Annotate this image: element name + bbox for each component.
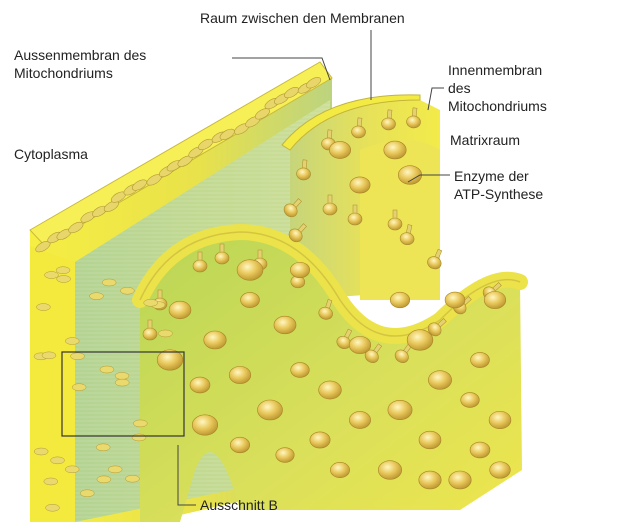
membrane-blob: [72, 384, 86, 391]
granule: [276, 448, 294, 463]
membrane-blob: [80, 490, 94, 497]
granule: [390, 292, 410, 308]
label-enzyme-line2: ATP-Synthese: [454, 186, 543, 202]
granule: [190, 377, 210, 393]
label-intermembrane-space: Raum zwischen den Membranen: [200, 10, 405, 26]
granule: [241, 292, 260, 307]
granule: [230, 437, 249, 453]
membrane-blob: [120, 287, 134, 294]
granule: [237, 260, 263, 281]
membrane-blob: [125, 475, 139, 482]
label-inner-membrane-line2: des: [448, 80, 471, 96]
membrane-blob: [44, 478, 58, 485]
membrane-blob: [36, 304, 50, 311]
label-outer-membrane-line1: Aussenmembran des: [14, 47, 146, 63]
granule: [407, 330, 433, 351]
membrane-blob: [89, 293, 103, 300]
granule: [319, 381, 342, 399]
membrane-blob: [96, 444, 110, 451]
membrane-blob: [51, 457, 65, 464]
granule: [349, 411, 370, 428]
membrane-blob: [34, 448, 48, 455]
membrane-blob: [71, 353, 85, 360]
granule: [398, 166, 421, 185]
granule: [449, 471, 471, 489]
label-cutout-b: Ausschnitt B: [200, 497, 278, 513]
label-outer-membrane-line2: Mitochondriums: [14, 65, 113, 81]
granule: [310, 432, 330, 448]
membrane-blob: [144, 299, 158, 306]
granule: [329, 141, 350, 158]
membrane-blob: [115, 379, 129, 386]
granule: [489, 411, 511, 429]
granule: [291, 363, 310, 378]
granule: [192, 415, 218, 435]
label-matrix-space: Matrixraum: [450, 132, 520, 148]
label-inner-membrane-line1: Innenmembran: [448, 62, 542, 78]
granule: [388, 400, 412, 419]
membrane-blob: [132, 434, 146, 441]
membrane-blob: [97, 476, 111, 483]
membrane-blob: [100, 366, 114, 373]
granule: [471, 352, 490, 367]
label-inner-membrane-line3: Mitochondriums: [448, 98, 547, 114]
membrane-blob: [108, 466, 122, 473]
granule: [204, 331, 226, 349]
granule: [350, 177, 370, 193]
membrane-blob: [102, 279, 116, 286]
label-cytoplasm: Cytoplasma: [14, 146, 88, 162]
granule: [470, 442, 490, 458]
membrane-blob: [115, 372, 129, 379]
granule: [445, 292, 465, 308]
granule: [274, 316, 296, 334]
granule: [169, 301, 191, 319]
granule: [419, 471, 441, 489]
membrane-blob: [158, 330, 172, 337]
membrane-blob: [133, 420, 147, 427]
membrane-blob: [46, 504, 60, 511]
granule: [330, 462, 349, 477]
membrane-blob: [44, 272, 58, 279]
granule: [428, 371, 451, 390]
membrane-blob: [57, 275, 71, 282]
membrane-blob: [65, 466, 79, 473]
label-enzyme-line1: Enzyme der: [454, 168, 529, 184]
granule: [484, 291, 506, 308]
granule: [378, 461, 401, 480]
granule: [157, 350, 183, 371]
granule: [490, 462, 511, 479]
granule: [229, 366, 251, 383]
granule: [349, 336, 371, 353]
membrane-blob: [65, 338, 79, 345]
granule: [384, 141, 406, 159]
granule: [419, 431, 441, 449]
membrane-blob: [42, 352, 56, 359]
granule: [461, 393, 480, 408]
granule: [290, 262, 309, 277]
membrane-blob: [56, 267, 70, 274]
granule: [257, 400, 282, 420]
